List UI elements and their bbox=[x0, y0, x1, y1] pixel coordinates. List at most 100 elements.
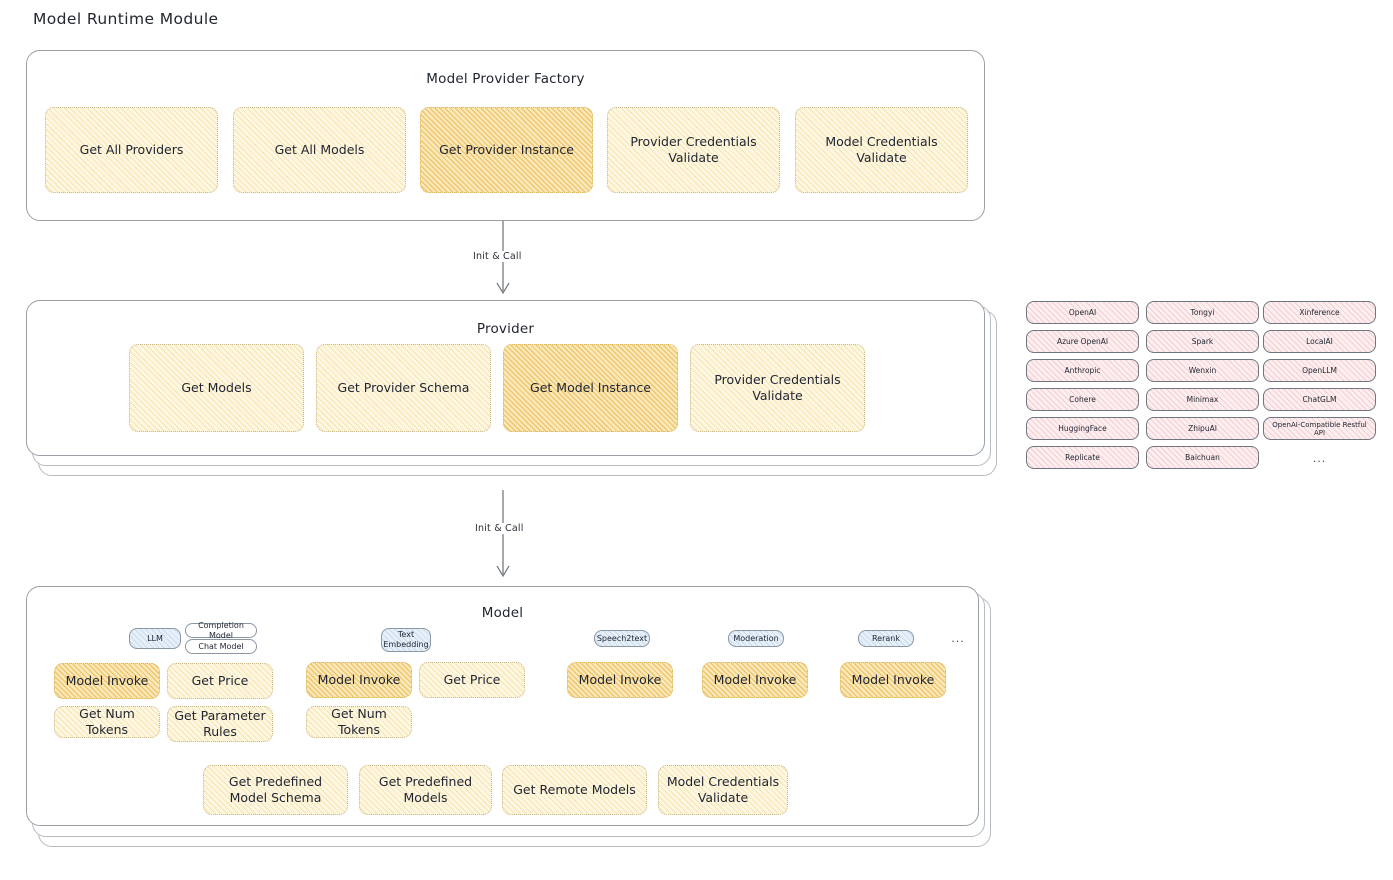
connector-label-init-call-1: Init & Call bbox=[470, 251, 525, 262]
model-subtype-label: Chat Model bbox=[198, 641, 244, 651]
provider-list-more-ellipsis: ... bbox=[1312, 452, 1327, 465]
provider-chip-openai[interactable]: OpenAI bbox=[1026, 301, 1139, 324]
provider-chip-label: Minimax bbox=[1186, 395, 1219, 404]
method-label: Model Credentials Validate bbox=[666, 774, 780, 805]
method-label: Model Invoke bbox=[65, 673, 149, 689]
model-type-label: Text Embedding bbox=[383, 630, 429, 649]
model-type-tag-speech2text[interactable]: Speech2text bbox=[594, 630, 650, 647]
method-label: Model Invoke bbox=[317, 672, 401, 688]
provider-chip-label: ChatGLM bbox=[1302, 395, 1337, 404]
model-type-label: LLM bbox=[147, 633, 163, 643]
connector-label-init-call-2: Init & Call bbox=[472, 523, 527, 534]
provider-chip-label: Xinference bbox=[1299, 308, 1340, 317]
model-type-tag-rerank[interactable]: Rerank bbox=[858, 630, 914, 647]
provider-chip-xinference[interactable]: Xinference bbox=[1263, 301, 1376, 324]
provider-chip-localai[interactable]: LocalAI bbox=[1263, 330, 1376, 353]
connector-provider-to-model bbox=[480, 490, 526, 582]
method-label: Get Predefined Models bbox=[378, 774, 473, 805]
provider-chip-chatglm[interactable]: ChatGLM bbox=[1263, 388, 1376, 411]
provider-chip-azure-openai[interactable]: Azure OpenAI bbox=[1026, 330, 1139, 353]
method-label: Get Num Tokens bbox=[331, 706, 387, 737]
provider-chip-label: Cohere bbox=[1069, 395, 1096, 404]
model-type-label: Speech2text bbox=[596, 633, 648, 643]
factory-box-label: Model Credentials Validate bbox=[825, 134, 938, 165]
model-subtype-label: Completion Model bbox=[198, 620, 244, 640]
provider-chip-label: Anthropic bbox=[1064, 366, 1101, 375]
provider-chip-label: Wenxin bbox=[1188, 366, 1217, 375]
provider-chip-label: HuggingFace bbox=[1058, 424, 1107, 433]
model-shared-method-get-remote-models[interactable]: Get Remote Models bbox=[502, 765, 647, 815]
text-embedding-method-get-num-tokens[interactable]: Get Num Tokens bbox=[306, 706, 412, 738]
provider-chip-label: ZhipuAI bbox=[1188, 424, 1217, 433]
provider-chip-zhipuai[interactable]: ZhipuAI bbox=[1146, 417, 1259, 440]
llm-method-get-num-tokens[interactable]: Get Num Tokens bbox=[54, 706, 160, 738]
rerank-method-model-invoke[interactable]: Model Invoke bbox=[840, 662, 946, 698]
text-embedding-method-model-invoke[interactable]: Model Invoke bbox=[306, 662, 412, 698]
method-label: Get Remote Models bbox=[513, 782, 636, 798]
provider-chip-label: Tongyi bbox=[1190, 308, 1215, 317]
provider-chip-cohere[interactable]: Cohere bbox=[1026, 388, 1139, 411]
provider-chip-openllm[interactable]: OpenLLM bbox=[1263, 359, 1376, 382]
factory-box-label: Provider Credentials Validate bbox=[630, 134, 757, 165]
llm-method-get-parameter-rules[interactable]: Get Parameter Rules bbox=[167, 706, 273, 742]
method-label: Model Invoke bbox=[851, 672, 935, 688]
method-label: Get Num Tokens bbox=[79, 706, 135, 737]
provider-chip-anthropic[interactable]: Anthropic bbox=[1026, 359, 1139, 382]
provider-box-label: Get Provider Schema bbox=[337, 380, 470, 396]
provider-chip-minimax[interactable]: Minimax bbox=[1146, 388, 1259, 411]
model-subtype-tag-completion-model[interactable]: Completion Model bbox=[185, 620, 257, 640]
page-title: Model Runtime Module bbox=[33, 10, 219, 28]
factory-box-label: Get Provider Instance bbox=[439, 142, 574, 158]
factory-box-provider-credentials-validate[interactable]: Provider Credentials Validate bbox=[607, 107, 780, 193]
method-label: Model Invoke bbox=[578, 672, 662, 688]
llm-method-model-invoke[interactable]: Model Invoke bbox=[54, 663, 160, 699]
model-shared-method-get-predefined-model-schema[interactable]: Get Predefined Model Schema bbox=[203, 765, 348, 815]
provider-chip-replicate[interactable]: Replicate bbox=[1026, 446, 1139, 469]
provider-chip-label: OpenLLM bbox=[1302, 366, 1337, 375]
provider-chip-label: LocalAI bbox=[1306, 337, 1333, 346]
provider-chip-huggingface[interactable]: HuggingFace bbox=[1026, 417, 1139, 440]
model-type-tag-moderation[interactable]: Moderation bbox=[728, 630, 784, 647]
method-label: Model Invoke bbox=[713, 672, 797, 688]
model-shared-method-get-predefined-models[interactable]: Get Predefined Models bbox=[359, 765, 492, 815]
provider-box-label: Provider Credentials Validate bbox=[714, 372, 841, 403]
provider-chip-label: Azure OpenAI bbox=[1056, 337, 1109, 346]
provider-box-get-provider-schema[interactable]: Get Provider Schema bbox=[316, 344, 491, 432]
factory-panel-title: Model Provider Factory bbox=[426, 71, 585, 87]
text-embedding-method-get-price[interactable]: Get Price bbox=[419, 662, 525, 698]
provider-box-get-models[interactable]: Get Models bbox=[129, 344, 304, 432]
provider-chip-spark[interactable]: Spark bbox=[1146, 330, 1259, 353]
model-panel-title: Model bbox=[481, 605, 524, 621]
provider-box-provider-credentials-validate[interactable]: Provider Credentials Validate bbox=[690, 344, 865, 432]
factory-box-model-credentials-validate[interactable]: Model Credentials Validate bbox=[795, 107, 968, 193]
factory-box-label: Get All Providers bbox=[79, 142, 184, 158]
llm-method-get-price[interactable]: Get Price bbox=[167, 663, 273, 699]
factory-box-get-all-providers[interactable]: Get All Providers bbox=[45, 107, 218, 193]
method-label: Get Parameter Rules bbox=[174, 708, 266, 739]
provider-chip-openai-compatible-restful-api[interactable]: OpenAI-Compatible Restful API bbox=[1263, 417, 1376, 440]
provider-chip-tongyi[interactable]: Tongyi bbox=[1146, 301, 1259, 324]
arrow-icon bbox=[496, 490, 510, 578]
model-types-more-ellipsis: ... bbox=[951, 632, 965, 645]
model-type-label: Rerank bbox=[871, 633, 900, 643]
method-label: Get Predefined Model Schema bbox=[228, 774, 323, 805]
provider-chip-label: OpenAI bbox=[1068, 308, 1097, 317]
method-label: Get Price bbox=[443, 672, 501, 688]
factory-box-get-provider-instance[interactable]: Get Provider Instance bbox=[420, 107, 593, 193]
provider-chip-label: Baichuan bbox=[1185, 453, 1220, 462]
model-shared-method-model-credentials-validate[interactable]: Model Credentials Validate bbox=[658, 765, 788, 815]
model-type-tag-text-embedding[interactable]: Text Embedding bbox=[381, 628, 431, 652]
provider-box-get-model-instance[interactable]: Get Model Instance bbox=[503, 344, 678, 432]
speech2text-method-model-invoke[interactable]: Model Invoke bbox=[567, 662, 673, 698]
provider-chip-label: Spark bbox=[1191, 337, 1214, 346]
method-label: Get Price bbox=[191, 673, 249, 689]
provider-chip-wenxin[interactable]: Wenxin bbox=[1146, 359, 1259, 382]
moderation-method-model-invoke[interactable]: Model Invoke bbox=[702, 662, 808, 698]
model-type-tag-llm[interactable]: LLM bbox=[129, 628, 181, 649]
model-subtype-tag-chat-model[interactable]: Chat Model bbox=[185, 639, 257, 654]
model-type-label: Moderation bbox=[733, 633, 779, 643]
factory-box-label: Get All Models bbox=[274, 142, 365, 158]
provider-box-label: Get Models bbox=[181, 380, 252, 396]
factory-box-get-all-models[interactable]: Get All Models bbox=[233, 107, 406, 193]
provider-chip-baichuan[interactable]: Baichuan bbox=[1146, 446, 1259, 469]
